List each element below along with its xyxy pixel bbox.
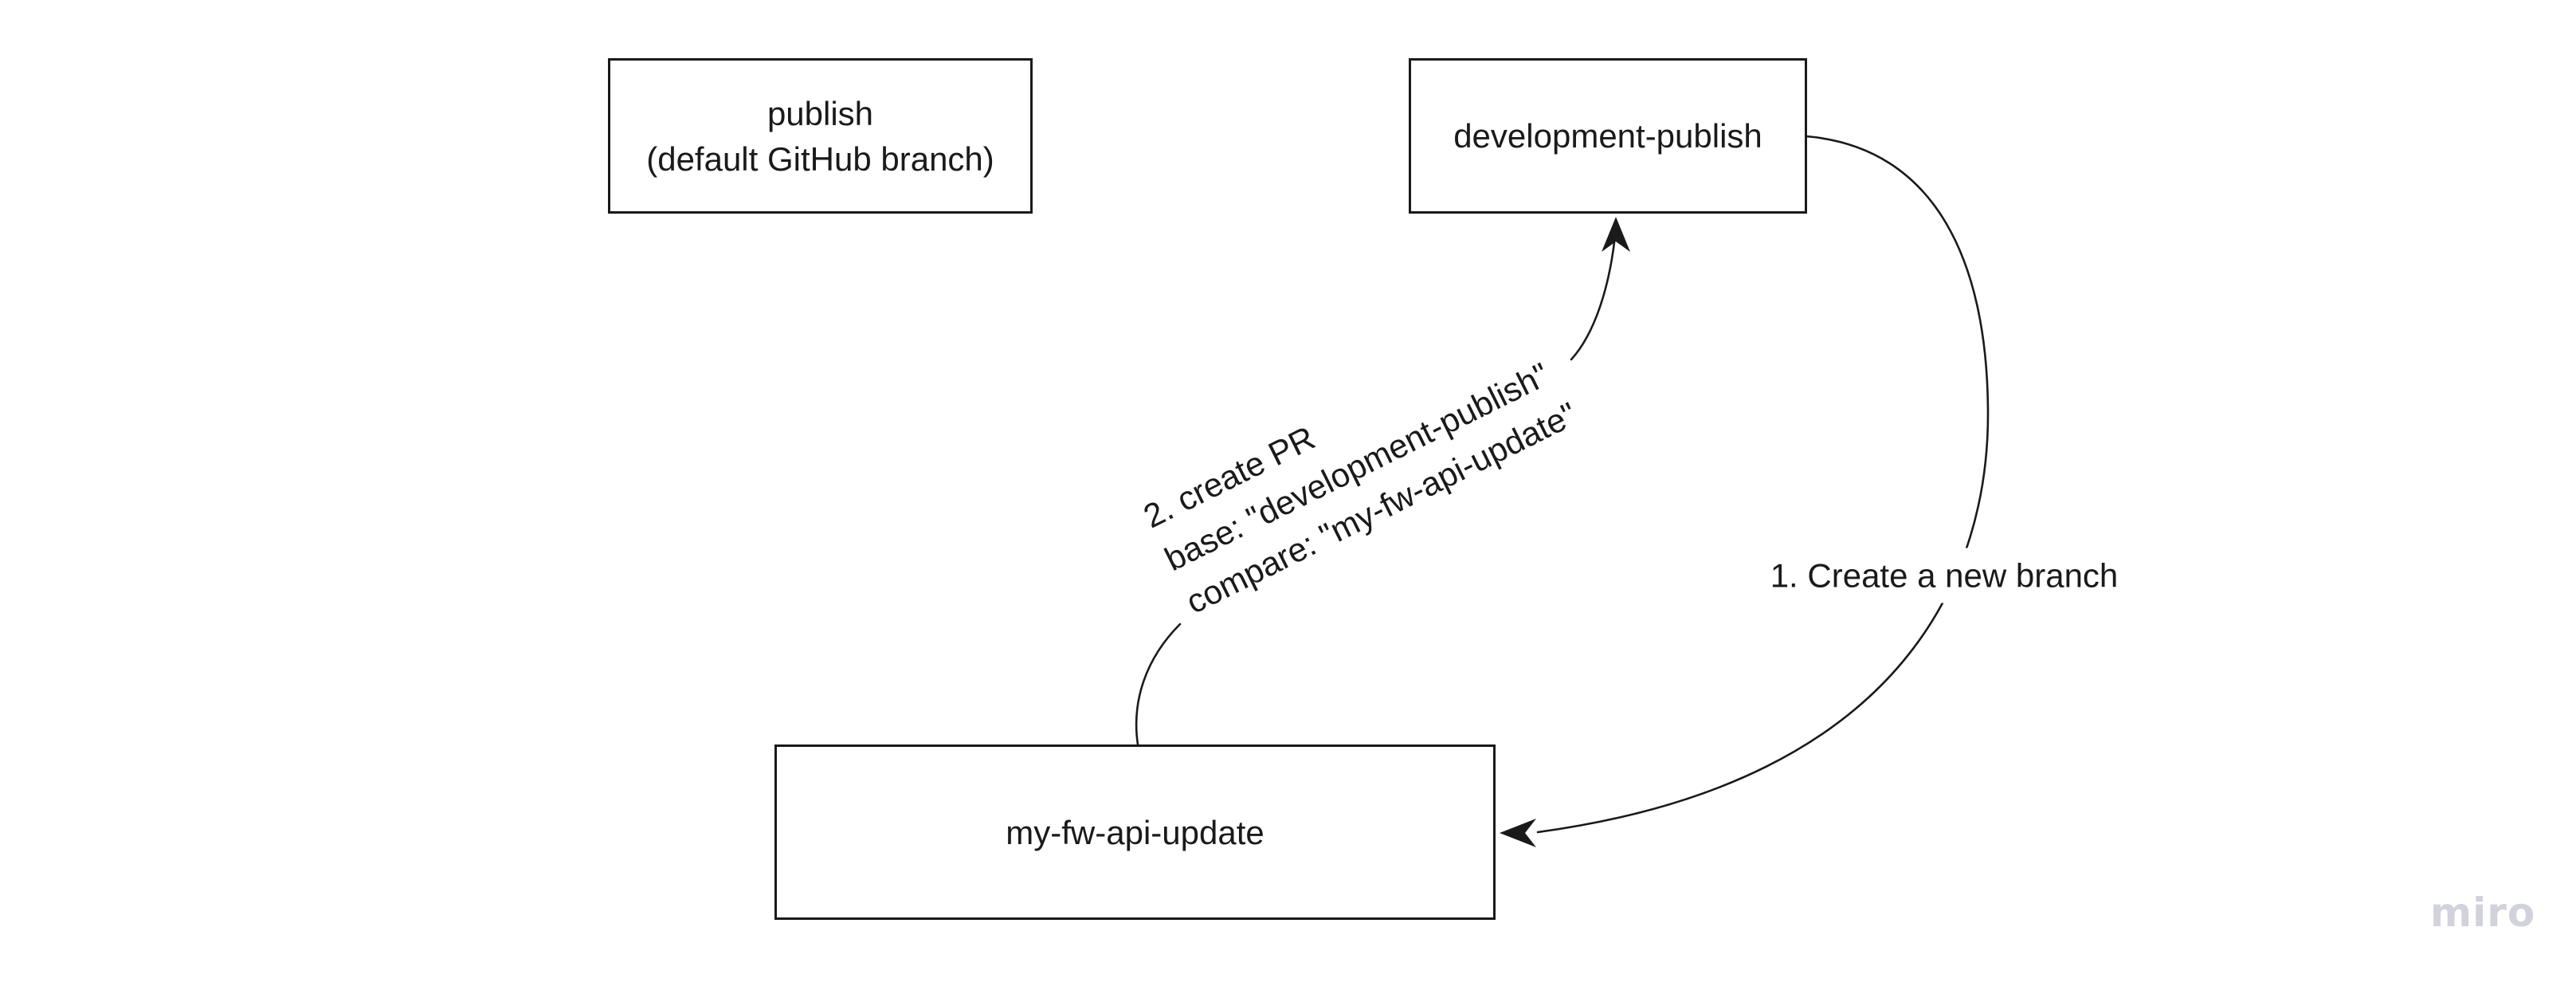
node-label: publish (default GitHub branch) — [646, 91, 994, 182]
arrowhead-left-icon — [1500, 819, 1536, 847]
node-label-line: (default GitHub branch) — [646, 139, 994, 178]
node-my-fw-api-update[interactable]: my-fw-api-update — [774, 744, 1496, 920]
node-label: my-fw-api-update — [1006, 813, 1264, 851]
node-publish-default-branch[interactable]: publish (default GitHub branch) — [608, 58, 1033, 214]
node-label: development-publish — [1453, 117, 1762, 155]
arrowhead-up-icon — [1602, 217, 1630, 252]
edge-label-create-branch[interactable]: 1. Create a new branch — [1757, 548, 2131, 603]
connector-create-pr-lower[interactable] — [1135, 623, 1182, 746]
node-label-line: publish — [767, 94, 874, 132]
miro-watermark: miro — [2430, 890, 2536, 936]
connector-create-pr-upper[interactable] — [1570, 241, 1616, 361]
node-development-publish[interactable]: development-publish — [1409, 58, 1807, 214]
connector-create-branch[interactable] — [1536, 135, 1990, 834]
